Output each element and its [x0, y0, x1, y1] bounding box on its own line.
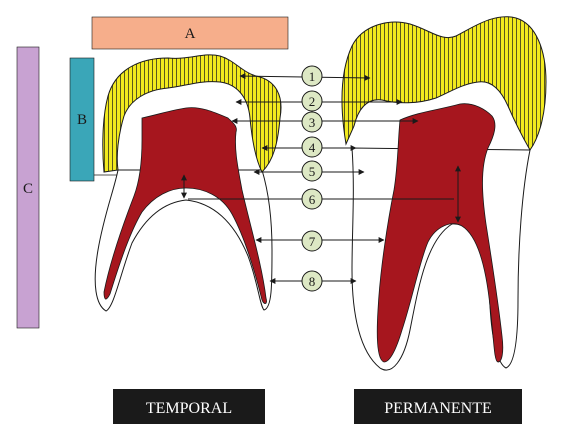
- marker-8-text: 8: [309, 274, 316, 289]
- bar-c: C: [17, 47, 39, 328]
- bar-a: A: [92, 17, 288, 49]
- marker-4-text: 4: [309, 140, 316, 155]
- marker-5-text: 5: [309, 164, 316, 179]
- permanente-tooth: [342, 17, 546, 370]
- caption-permanente: PERMANENTE: [354, 389, 522, 424]
- marker-1-text: 1: [309, 69, 316, 84]
- marker-6: 6: [302, 189, 322, 209]
- label-b: B: [77, 112, 87, 128]
- caption-temporal: TEMPORAL: [113, 389, 265, 424]
- marker-7: 7: [302, 231, 322, 251]
- caption-permanente-text: PERMANENTE: [384, 400, 492, 417]
- label-c: C: [23, 181, 33, 197]
- marker-3-text: 3: [309, 115, 316, 130]
- temporal-tooth: [95, 55, 281, 311]
- marker-8: 8: [302, 271, 322, 291]
- marker-5: 5: [302, 161, 322, 181]
- caption-temporal-text: TEMPORAL: [146, 400, 232, 417]
- marker-2: 2: [302, 91, 322, 111]
- bar-b: B: [70, 58, 94, 181]
- marker-6-text: 6: [309, 192, 316, 207]
- marker-4: 4: [302, 137, 322, 157]
- marker-7-text: 7: [309, 234, 316, 249]
- marker-2-text: 2: [309, 94, 316, 109]
- marker-1: 1: [302, 66, 322, 86]
- marker-3: 3: [302, 112, 322, 132]
- label-a: A: [185, 26, 196, 42]
